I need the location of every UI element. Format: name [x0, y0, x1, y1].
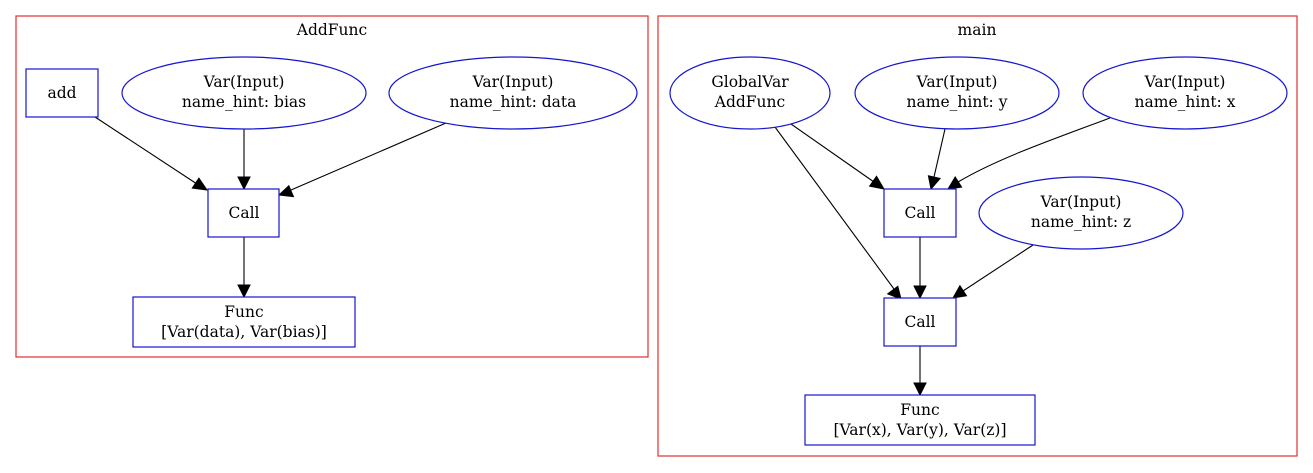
edge-add-to-call-arrowhead — [191, 177, 209, 191]
node-var-data-shape — [388, 56, 638, 130]
node-var-x[interactable]: Var(Input) name_hint: x — [1082, 56, 1288, 130]
cluster-addfunc: AddFunc — [15, 15, 649, 358]
edge-globalvar-to-call2-arrowhead — [886, 285, 902, 300]
edge-y-to-call1-arrowhead — [927, 175, 942, 191]
node-main-func[interactable]: Func [Var(x), Var(y), Var(z)] — [804, 394, 1036, 446]
cluster-addfunc-label: AddFunc — [296, 21, 367, 39]
edge-call1-to-call2-arrowhead — [913, 285, 927, 300]
edge-y-to-call1 — [933, 128, 946, 178]
node-main-call-2-text: Call — [904, 313, 935, 331]
node-var-z-line1: Var(Input) — [1040, 193, 1122, 211]
node-main-func-box — [804, 394, 1036, 446]
node-addfunc-call-text: Call — [228, 204, 259, 222]
node-main-call-1[interactable]: Call — [883, 188, 957, 238]
node-globalvar-line1: GlobalVar — [711, 73, 789, 91]
node-var-z-line2: name_hint: z — [1031, 213, 1131, 231]
node-main-call-1-text: Call — [904, 204, 935, 222]
node-var-data-line1: Var(Input) — [472, 73, 554, 91]
node-addfunc-call-box — [207, 188, 280, 238]
node-addfunc-func-line2: [Var(data), Var(bias)] — [161, 323, 327, 341]
edge-call-to-func-arrowhead — [237, 284, 251, 299]
node-var-bias-line2: name_hint: bias — [182, 93, 306, 111]
node-globalvar-line2: AddFunc — [714, 93, 785, 111]
edge-globalvar-to-call1 — [790, 123, 875, 183]
node-addfunc-func-line1: Func — [224, 303, 263, 321]
node-main-call-1-box — [883, 188, 957, 238]
node-var-data[interactable]: Var(Input) name_hint: data — [388, 56, 638, 130]
node-main-func-line1: Func — [900, 401, 939, 419]
edge-z-to-call2 — [962, 244, 1034, 292]
node-var-x-line2: name_hint: x — [1135, 93, 1236, 111]
edge-globalvar-to-call1-arrowhead — [868, 175, 886, 190]
edge-z-to-call2-arrowhead — [952, 284, 968, 299]
edge-add-to-call — [94, 116, 198, 185]
node-add[interactable]: add — [25, 68, 99, 118]
edge-data-to-call — [290, 122, 447, 191]
node-var-x-shape — [1082, 56, 1288, 130]
node-var-data-line2: name_hint: data — [450, 93, 577, 111]
node-var-z[interactable]: Var(Input) name_hint: z — [978, 176, 1184, 250]
node-var-y[interactable]: Var(Input) name_hint: y — [854, 56, 1060, 130]
node-main-call-2[interactable]: Call — [883, 297, 957, 347]
node-var-bias[interactable]: Var(Input) name_hint: bias — [121, 56, 367, 130]
node-main-func-line2: [Var(x), Var(y), Var(z)] — [833, 421, 1006, 439]
node-addfunc-func[interactable]: Func [Var(data), Var(bias)] — [132, 296, 356, 348]
edge-x-to-call1-arrowhead — [947, 176, 963, 190]
node-add-text: add — [47, 84, 76, 102]
node-addfunc-call[interactable]: Call — [207, 188, 280, 238]
node-var-z-shape — [978, 176, 1184, 250]
node-add-box — [25, 68, 99, 118]
edge-bias-to-call-arrowhead — [237, 176, 251, 191]
node-globalvar-shape — [669, 56, 831, 130]
node-var-x-line1: Var(Input) — [1144, 73, 1226, 91]
node-var-bias-line1: Var(Input) — [203, 73, 285, 91]
cluster-addfunc-border — [15, 15, 649, 358]
node-var-y-shape — [854, 56, 1060, 130]
node-main-call-2-box — [883, 297, 957, 347]
cluster-main-label: main — [958, 21, 997, 39]
node-addfunc-func-box — [132, 296, 356, 348]
edge-x-to-call1 — [957, 117, 1111, 183]
node-var-y-line2: name_hint: y — [907, 93, 1008, 111]
cluster-main: main — [657, 15, 1298, 457]
cluster-main-border — [657, 15, 1298, 457]
node-globalvar[interactable]: GlobalVar AddFunc — [669, 56, 831, 130]
edge-call2-to-func-arrowhead — [913, 382, 927, 397]
edge-globalvar-to-call2 — [774, 126, 895, 290]
edge-data-to-call-arrowhead — [277, 184, 295, 198]
node-var-y-line1: Var(Input) — [916, 73, 998, 91]
edges-addfunc — [94, 116, 447, 299]
edges-main — [774, 117, 1111, 397]
node-var-bias-shape — [121, 56, 367, 130]
